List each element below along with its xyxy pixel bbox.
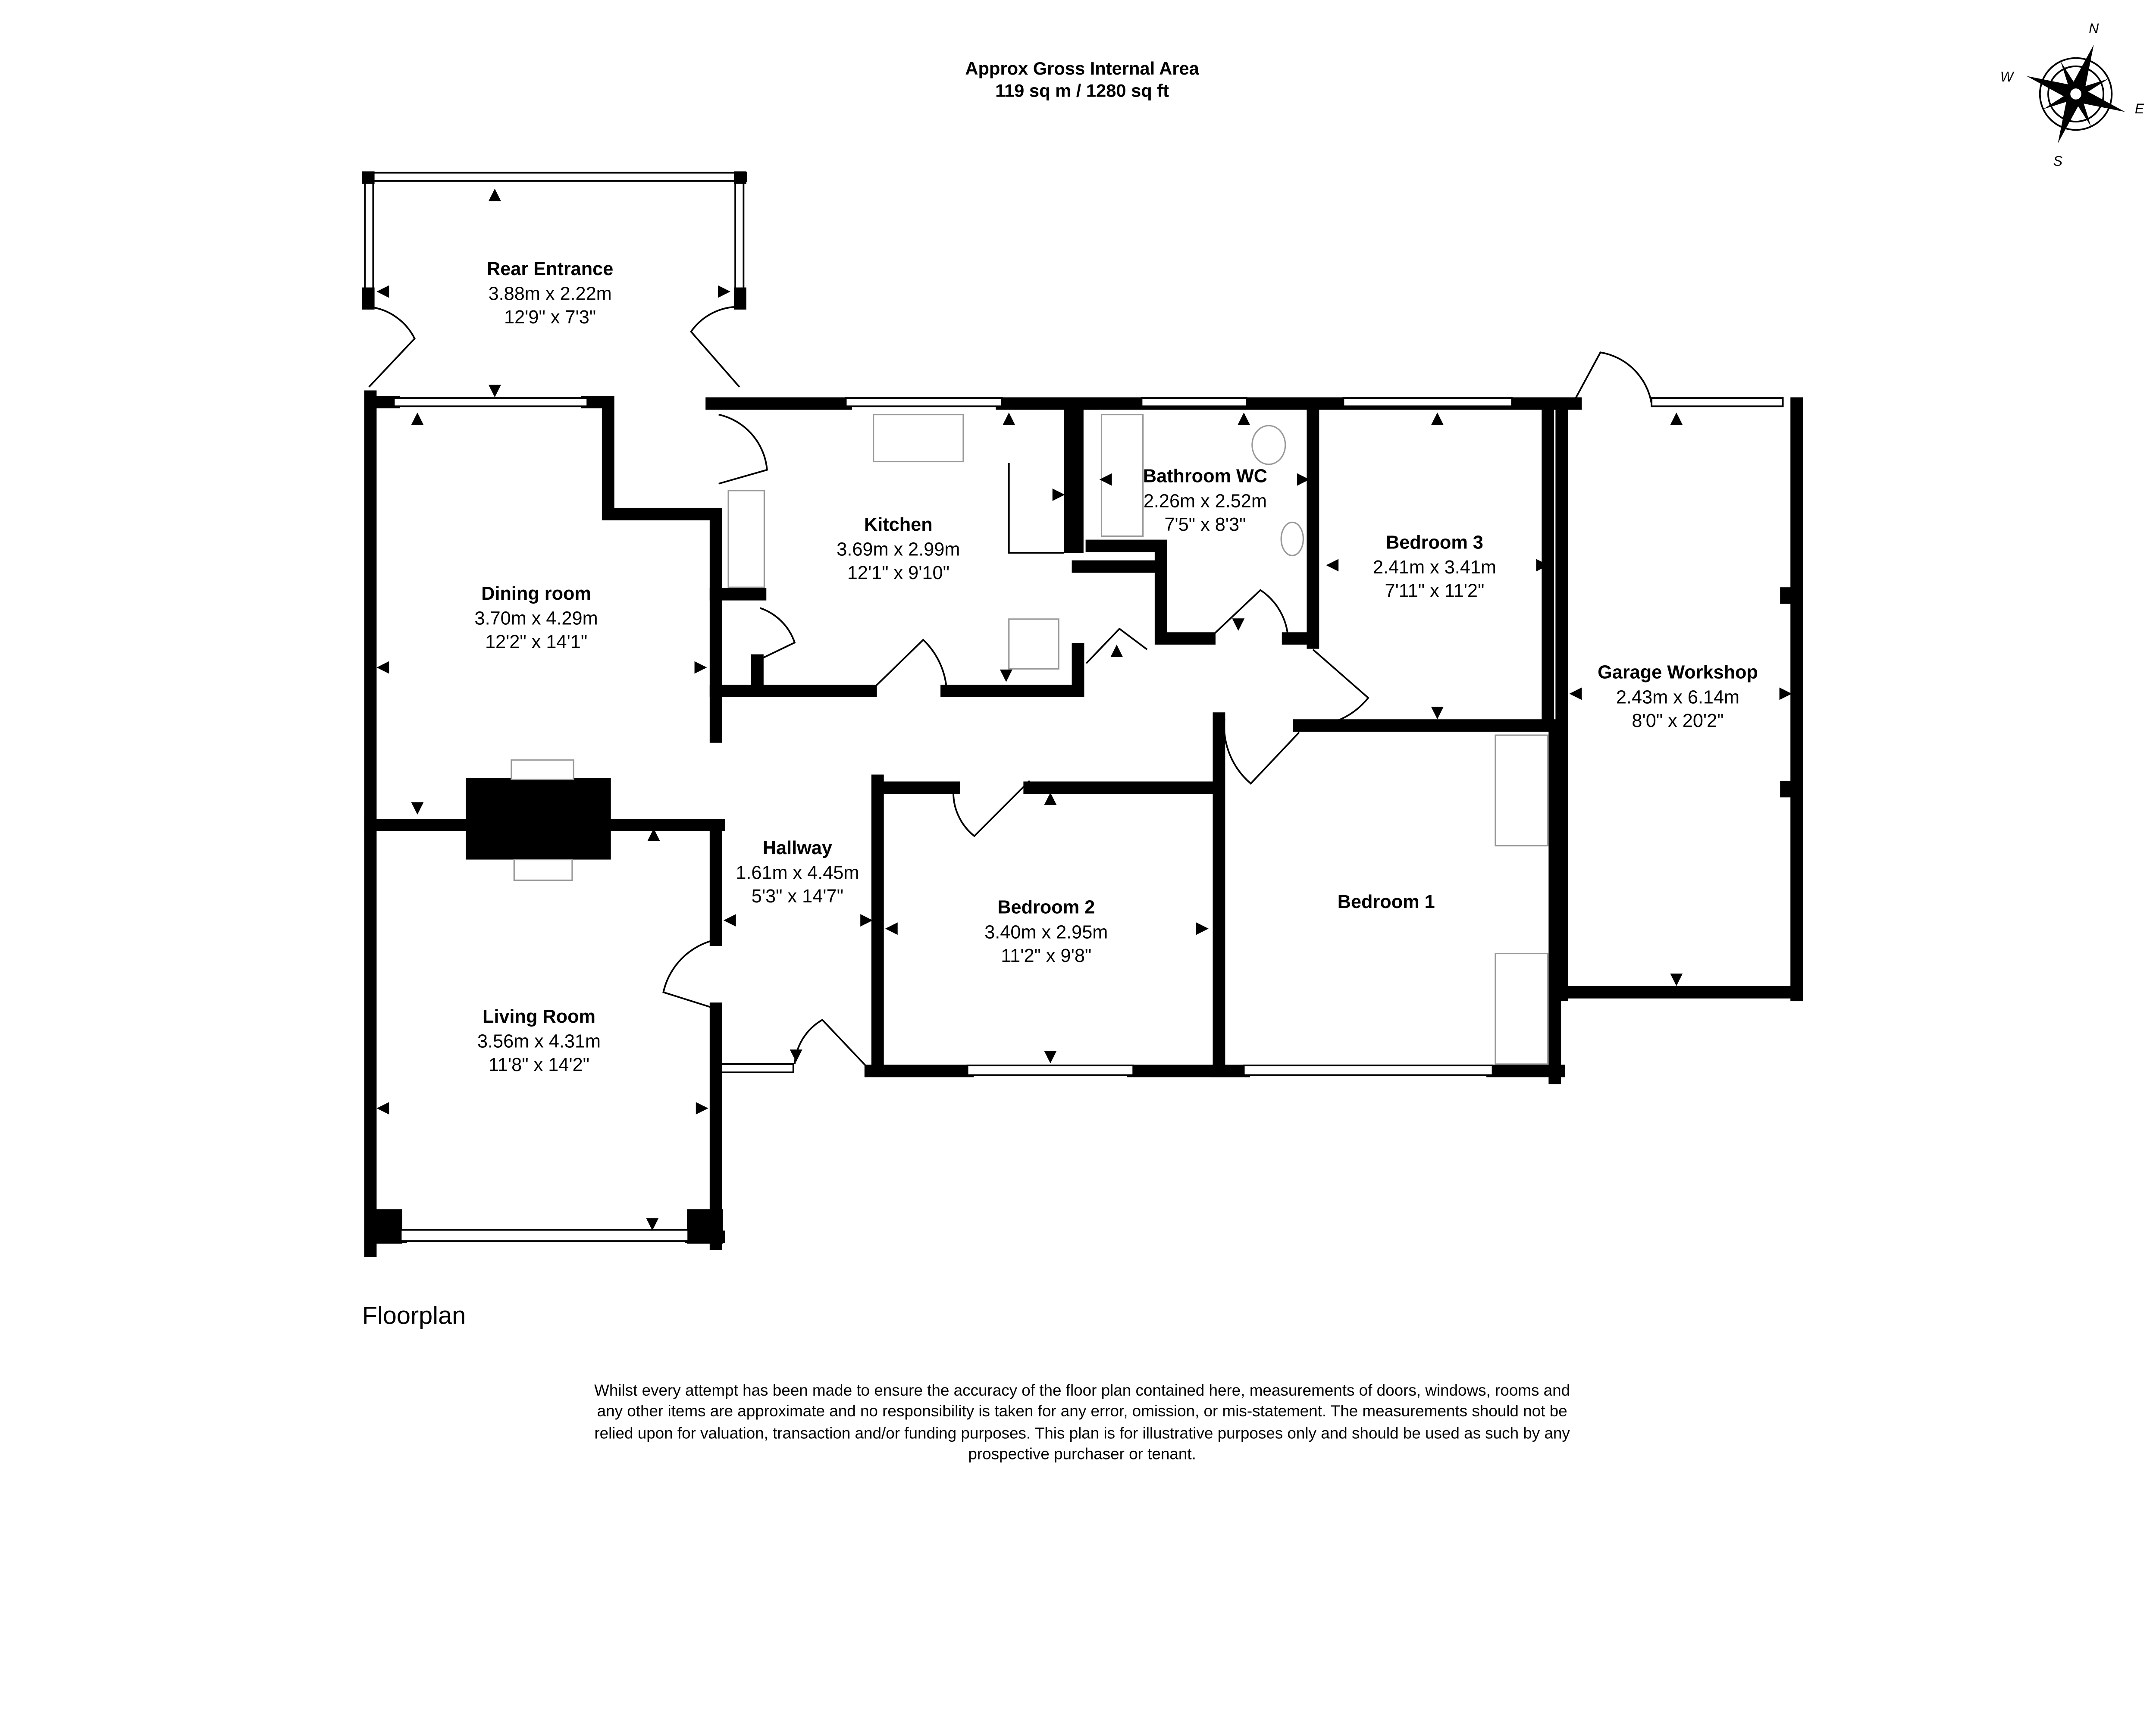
svg-text:Dining room: Dining room <box>481 583 591 604</box>
svg-text:2.43m x 6.14m: 2.43m x 6.14m <box>1616 687 1739 708</box>
dimension-arrow-icon <box>646 1218 659 1231</box>
svg-text:Whilst every attempt has been: Whilst every attempt has been made to en… <box>594 1381 1570 1399</box>
room-bedroom-2: Bedroom 2 3.40m x 2.95m 11'2" x 9'8" <box>984 897 1108 966</box>
svg-text:Kitchen: Kitchen <box>864 514 933 535</box>
svg-text:3.88m x 2.22m: 3.88m x 2.22m <box>489 284 612 304</box>
dimension-arrow-icon <box>1431 707 1444 720</box>
disclaimer: Whilst every attempt has been made to en… <box>594 1381 1570 1462</box>
dimension-arrow-icon <box>376 661 389 674</box>
dimension-arrow-icon <box>694 661 707 674</box>
dimension-arrow-icon <box>1044 792 1057 805</box>
svg-text:7'5" x 8'3": 7'5" x 8'3" <box>1164 514 1246 535</box>
dimension-arrow-icon <box>376 1102 389 1115</box>
dimension-arrow-icon <box>1000 669 1012 682</box>
dimension-arrow-icon <box>1569 687 1582 700</box>
svg-text:3.69m x 2.99m: 3.69m x 2.99m <box>837 539 960 560</box>
dimension-arrow-icon <box>647 828 660 841</box>
compass-w: W <box>2000 69 2015 85</box>
svg-text:3.70m x 4.29m: 3.70m x 4.29m <box>475 608 598 629</box>
compass-s: S <box>2053 153 2063 169</box>
room-kitchen: Kitchen 3.69m x 2.99m 12'1" x 9'10" <box>837 514 960 583</box>
svg-text:11'8" x 14'2": 11'8" x 14'2" <box>489 1055 589 1075</box>
dimension-arrow-icon <box>1238 412 1250 425</box>
room-rear-entrance: Rear Entrance 3.88m x 2.22m 12'9" x 7'3" <box>487 259 613 328</box>
svg-text:Bedroom 2: Bedroom 2 <box>997 897 1095 918</box>
compass-icon: N E S W <box>2000 21 2144 169</box>
svg-text:prospective purchaser or tenan: prospective purchaser or tenant. <box>968 1445 1196 1463</box>
area-title: Approx Gross Internal Area <box>965 58 1199 78</box>
dimension-arrow-icon <box>1052 488 1065 501</box>
dimension-arrow-icon <box>1196 922 1209 935</box>
svg-text:3.40m x 2.95m: 3.40m x 2.95m <box>984 922 1108 943</box>
dimension-arrow-icon <box>1670 412 1683 425</box>
dimension-arrow-icon <box>1779 687 1792 700</box>
svg-text:Rear Entrance: Rear Entrance <box>487 259 613 279</box>
svg-text:5'3" x 14'7": 5'3" x 14'7" <box>752 886 843 907</box>
floorplan-label: Floorplan <box>362 1302 466 1330</box>
room-bathroom-wc: Bathroom WC 2.26m x 2.52m 7'5" x 8'3" <box>1143 466 1267 535</box>
room-bedroom-1: Bedroom 1 <box>1338 892 1435 912</box>
svg-text:12'1" x 9'10": 12'1" x 9'10" <box>847 563 950 583</box>
dimension-arrow-icon <box>696 1102 708 1115</box>
dimension-arrow-icon <box>885 922 898 935</box>
svg-text:12'9" x 7'3": 12'9" x 7'3" <box>504 307 596 328</box>
svg-text:3.56m x 4.31m: 3.56m x 4.31m <box>477 1031 601 1052</box>
svg-text:Bedroom 1: Bedroom 1 <box>1338 892 1435 912</box>
dimension-arrow-icon <box>1044 1051 1057 1064</box>
compass-e: E <box>2135 101 2144 116</box>
svg-text:relied upon for valuation, tra: relied upon for valuation, transaction a… <box>594 1425 1570 1442</box>
svg-text:Garage Workshop: Garage Workshop <box>1598 662 1758 683</box>
compass-n: N <box>2089 21 2099 36</box>
svg-text:Hallway: Hallway <box>763 838 832 858</box>
dimension-arrow-icon <box>718 285 730 298</box>
svg-text:Bathroom WC: Bathroom WC <box>1143 466 1267 487</box>
dimension-arrow-icon <box>723 914 736 927</box>
svg-text:2.26m x 2.52m: 2.26m x 2.52m <box>1144 491 1267 511</box>
dimension-arrow-icon <box>411 802 424 815</box>
dimension-arrow-icon <box>376 285 389 298</box>
dimension-arrow-icon <box>790 1049 802 1062</box>
dimension-arrow-icon <box>1297 473 1310 486</box>
dimension-arrow-icon <box>1232 618 1245 631</box>
room-dining-room: Dining room 3.70m x 4.29m 12'2" x 14'1" <box>475 583 598 652</box>
dimension-arrow-icon <box>1326 559 1339 572</box>
svg-text:2.41m x 3.41m: 2.41m x 3.41m <box>1373 557 1496 578</box>
svg-text:any other items are approximat: any other items are approximate and no r… <box>597 1402 1567 1420</box>
dimension-arrow-icon <box>1110 645 1123 658</box>
dimension-arrow-icon <box>489 188 501 201</box>
svg-text:12'2" x 14'1": 12'2" x 14'1" <box>485 632 587 652</box>
floorplan-canvas: Approx Gross Internal Area 119 sq m / 12… <box>362 21 2144 1463</box>
svg-text:7'11" x 11'2": 7'11" x 11'2" <box>1385 581 1485 601</box>
dimension-arrow-icon <box>411 412 424 425</box>
svg-text:1.61m x 4.45m: 1.61m x 4.45m <box>736 862 859 883</box>
room-bedroom-3: Bedroom 3 2.41m x 3.41m 7'11" x 11'2" <box>1373 532 1496 601</box>
room-hallway: Hallway 1.61m x 4.45m 5'3" x 14'7" <box>736 838 859 907</box>
room-garage-workshop: Garage Workshop 2.43m x 6.14m 8'0" x 20'… <box>1598 662 1758 731</box>
svg-text:11'2" x 9'8": 11'2" x 9'8" <box>1001 946 1091 966</box>
svg-text:Bedroom 3: Bedroom 3 <box>1386 532 1483 553</box>
dimension-arrows <box>376 188 1792 1231</box>
svg-text:Living Room: Living Room <box>483 1006 595 1027</box>
dimension-arrow-icon <box>1003 412 1015 425</box>
area-value: 119 sq m / 1280 sq ft <box>995 80 1169 100</box>
dimension-arrow-icon <box>1536 559 1549 572</box>
dimension-arrow-icon <box>1670 974 1683 986</box>
dimension-arrow-icon <box>1099 473 1112 486</box>
walls <box>362 171 1803 1257</box>
room-living-room: Living Room 3.56m x 4.31m 11'8" x 14'2" <box>477 1006 601 1075</box>
dimension-arrow-icon <box>1431 412 1444 425</box>
dimension-arrow-icon <box>489 385 501 398</box>
dimension-arrow-icon <box>860 914 873 927</box>
svg-text:8'0" x 20'2": 8'0" x 20'2" <box>1632 711 1724 731</box>
